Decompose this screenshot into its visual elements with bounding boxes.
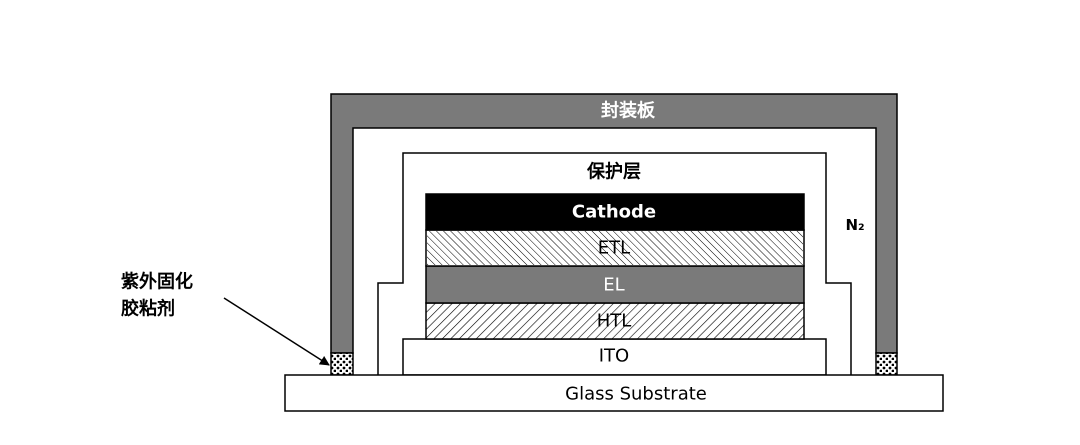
etl-hatch-fill <box>427 231 803 265</box>
n2-label: N₂ <box>845 216 864 234</box>
htl-label: HTL <box>597 311 632 332</box>
uv-adhesive-left <box>330 352 354 376</box>
el-label: EL <box>603 275 624 296</box>
cathode-layer <box>425 193 805 231</box>
ito-layer <box>402 338 827 376</box>
ito-label: ITO <box>599 346 629 367</box>
uv-adhesive-label-line2: 胶粘剂 <box>121 298 175 320</box>
uv-adhesive-right <box>875 352 898 376</box>
cathode-label: Cathode <box>572 202 656 223</box>
uv-adhesive-arrow <box>223 297 330 366</box>
cover-plate-label: 封装板 <box>601 100 656 122</box>
protective-layer-label: 保护层 <box>586 161 641 183</box>
etl-label: ETL <box>598 238 630 259</box>
uv-adhesive-label-line1: 紫外固化 <box>121 271 193 293</box>
glass-substrate-label: Glass Substrate <box>565 384 707 405</box>
glass-substrate <box>284 374 944 412</box>
el-layer <box>425 265 805 304</box>
